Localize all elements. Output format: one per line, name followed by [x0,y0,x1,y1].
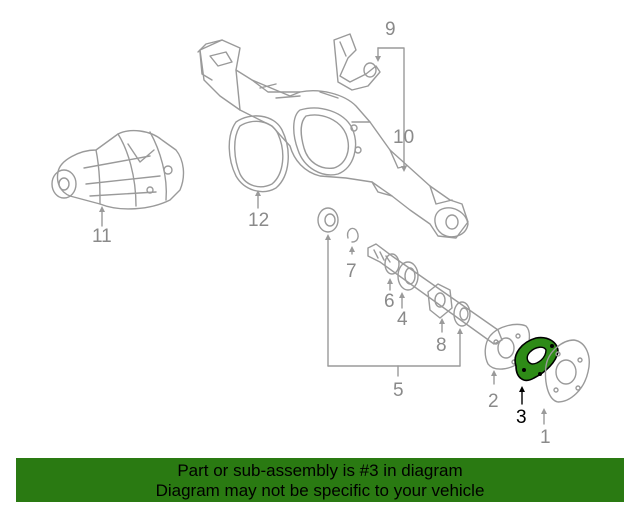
part-7-snap-ring[interactable] [346,227,359,243]
callout-4[interactable]: 4 [397,309,408,330]
arrow-7 [349,246,355,252]
parts-diagram: 1 2 3 4 5 6 7 8 9 10 11 12 [51,19,590,448]
part-1-flange[interactable] [544,339,590,403]
banner-line-disclaimer: Diagram may not be specific to your vehi… [155,481,485,500]
callout-5[interactable]: 5 [393,380,404,401]
arrow-5-left [325,234,331,240]
callout-11[interactable]: 11 [92,226,112,247]
callout-12[interactable]: 12 [248,210,270,231]
part-10-axle-housing[interactable] [197,39,469,239]
part-5-seal[interactable] [453,301,471,327]
callout-7[interactable]: 7 [346,261,357,282]
arrow-10 [401,166,407,172]
callout-2[interactable]: 2 [488,391,499,412]
callout-3[interactable]: 3 [516,407,527,428]
arrow-12 [255,190,261,196]
arrow-4 [399,292,405,298]
part-3-highlighted-shim[interactable] [514,336,559,382]
arrow-6 [387,278,393,284]
banner-line-part: Part or sub-assembly is #3 in diagram [177,461,463,480]
callout-10[interactable]: 10 [393,127,415,148]
arrow-8 [439,318,445,324]
leader-10 [377,47,405,171]
part-8-plate[interactable] [427,283,453,319]
diagram-drawing [51,33,590,425]
part-12-gasket[interactable] [228,115,289,193]
part-9-breather-bracket[interactable] [333,33,381,91]
arrow-3 [519,386,525,392]
callout-9[interactable]: 9 [385,19,396,40]
arrow-2 [491,370,497,376]
arrow-9 [375,56,381,62]
info-banner: Part or sub-assembly is #3 in diagram Di… [16,458,624,502]
arrow-1 [541,408,547,414]
part-5-bearing-cup[interactable] [317,207,339,233]
part-11-differential-carrier[interactable] [51,129,185,210]
part-4-retainer[interactable] [397,261,419,291]
part-6-bearing[interactable] [384,253,400,275]
callout-1[interactable]: 1 [540,427,551,448]
arrow-11 [99,206,105,212]
callout-6[interactable]: 6 [384,291,395,312]
callout-8[interactable]: 8 [436,335,447,356]
arrow-5-right [457,328,463,334]
